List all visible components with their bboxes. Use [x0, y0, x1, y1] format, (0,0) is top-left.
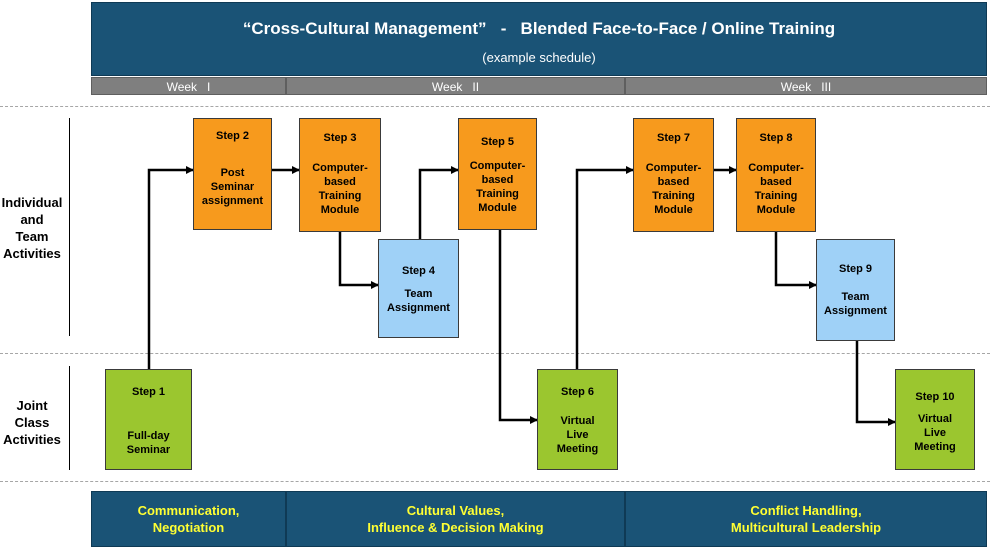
page-subtitle: (example schedule) — [482, 50, 596, 65]
step-5-box: Step 5 Computer- based Training Module — [458, 118, 537, 230]
step-2-box: Step 2 Post Seminar assignment — [193, 118, 272, 230]
step-2-label: Step 2 — [215, 130, 249, 142]
arrow-step4-step5 — [418, 166, 459, 239]
step-8-box: Step 8 Computer- based Training Module — [736, 118, 816, 232]
step-3-text: Computer- based Training Module — [312, 162, 368, 216]
row-label-joint: Joint Class Activities — [3, 398, 61, 447]
separator-bottom — [0, 481, 990, 482]
step-8-text: Computer- based Training Module — [748, 162, 804, 216]
step-4-box: Step 4 Team Assignment — [378, 239, 459, 338]
step-1-box: Step 1 Full-day Seminar — [105, 369, 192, 470]
arrow-step5-step6 — [498, 230, 538, 424]
arrow-step1-step2 — [147, 166, 194, 369]
step-4-label: Step 4 — [401, 265, 435, 277]
step-2-text: Post Seminar assignment — [201, 167, 264, 207]
arrow-step3-step4 — [338, 232, 379, 289]
step-5-label: Step 5 — [480, 136, 514, 148]
arrow-step8-step9 — [774, 232, 817, 289]
week-2-label: Week II — [286, 77, 625, 95]
step-7-label: Step 7 — [656, 132, 690, 144]
separator-middle — [0, 353, 990, 354]
week-3-label: Week III — [625, 77, 987, 95]
row-bar-individual — [69, 118, 70, 336]
footer-topic-week-2: Cultural Values, Influence & Decision Ma… — [286, 491, 625, 547]
separator-top — [0, 106, 990, 107]
title-banner: “Cross-Cultural Management” - Blended Fa… — [91, 2, 987, 76]
footer-topic-week-1: Communication, Negotiation — [91, 491, 286, 547]
step-6-box: Step 6 Virtual Live Meeting — [537, 369, 618, 470]
step-6-text: Virtual Live Meeting — [556, 415, 599, 455]
step-9-box: Step 9 Team Assignment — [816, 239, 895, 341]
arrow-step6-step7 — [575, 166, 634, 369]
row-bar-joint — [69, 366, 70, 470]
step-9-text: Team Assignment — [824, 291, 887, 317]
step-8-label: Step 8 — [759, 132, 793, 144]
step-3-label: Step 3 — [323, 132, 357, 144]
step-10-box: Step 10 Virtual Live Meeting — [895, 369, 975, 470]
step-6-label: Step 6 — [560, 386, 594, 398]
step-7-box: Step 7 Computer- based Training Module — [633, 118, 714, 232]
footer-topic-week-3: Conflict Handling, Multicultural Leaders… — [625, 491, 987, 547]
step-7-text: Computer- based Training Module — [645, 162, 702, 216]
week-1-label: Week I — [91, 77, 286, 95]
step-5-text: Computer- based Training Module — [469, 160, 526, 214]
step-10-label: Step 10 — [915, 391, 955, 403]
row-label-individual: Individual and Team Activities — [1, 195, 63, 261]
step-1-text: Full-day Seminar — [126, 430, 171, 456]
step-9-label: Step 9 — [838, 263, 872, 275]
step-10-text: Virtual Live Meeting — [914, 413, 956, 453]
step-1-label: Step 1 — [131, 386, 165, 398]
arrow-step9-step10 — [855, 341, 896, 426]
page-title: “Cross-Cultural Management” - Blended Fa… — [242, 19, 836, 38]
step-4-text: Team Assignment — [387, 288, 450, 314]
step-3-box: Step 3 Computer- based Training Module — [299, 118, 381, 232]
